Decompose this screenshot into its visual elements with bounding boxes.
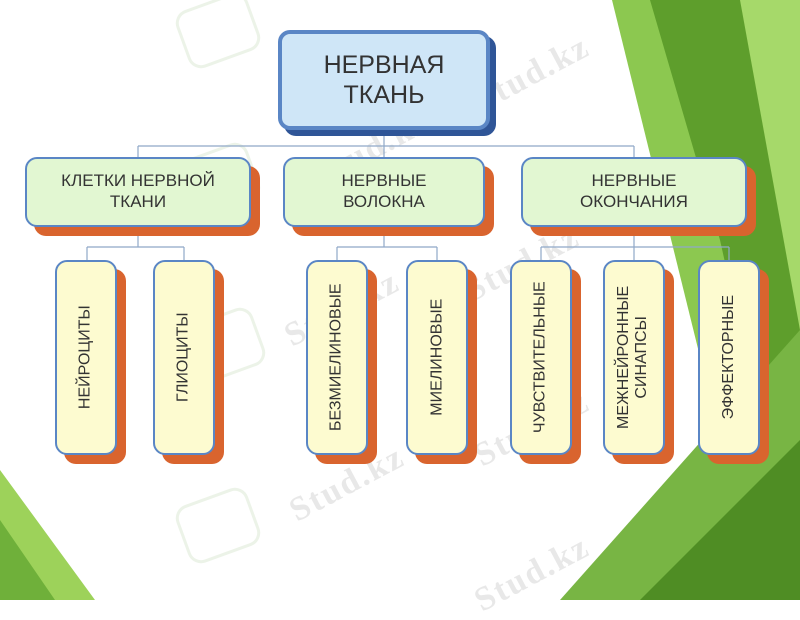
leaf-node-neurocytes: НЕЙРОЦИТЫ (55, 260, 117, 455)
leaf-node-effector: ЭФФЕКТОРНЫЕ (698, 260, 760, 455)
leaf-label: МЕЖНЕЙРОННЫЕ СИНАПСЫ (615, 285, 651, 430)
branch-node-endings: НЕРВНЫЕ ОКОНЧАНИЯ (521, 157, 747, 227)
leaf-node-myelinated: МИЕЛИНОВЫЕ (406, 260, 468, 455)
leaf-label: ЭФФЕКТОРНЫЕ (719, 295, 737, 420)
leaf-node-sensory: ЧУВСТВИТЕЛЬНЫЕ (510, 260, 572, 455)
leaf-node-gliocytes: ГЛИОЦИТЫ (153, 260, 215, 455)
branch-node-fibers: НЕРВНЫЕ ВОЛОКНА (283, 157, 485, 227)
leaf-label: МИЕЛИНОВЫЕ (427, 298, 445, 416)
branch-label: НЕРВНЫЕ ОКОНЧАНИЯ (580, 171, 688, 211)
leaf-node-synapses: МЕЖНЕЙРОННЫЕ СИНАПСЫ (603, 260, 665, 455)
root-label: НЕРВНАЯ ТКАНЬ (323, 50, 445, 110)
branch-label: НЕРВНЫЕ ВОЛОКНА (341, 171, 427, 211)
branch-node-cells: КЛЕТКИ НЕРВНОЙ ТКАНИ (25, 157, 251, 227)
branch-label: КЛЕТКИ НЕРВНОЙ ТКАНИ (61, 171, 215, 211)
connector-lines (86, 130, 730, 260)
root-node: НЕРВНАЯ ТКАНЬ (278, 30, 490, 130)
leaf-label: ЧУВСТВИТЕЛЬНЫЕ (531, 281, 549, 434)
leaf-label: НЕЙРОЦИТЫ (76, 305, 94, 410)
leaf-label: БЕЗМИЕЛИНОВЫЕ (327, 283, 345, 432)
leaf-node-unmyelinated: БЕЗМИЕЛИНОВЫЕ (306, 260, 368, 455)
leaf-label: ГЛИОЦИТЫ (174, 312, 192, 403)
